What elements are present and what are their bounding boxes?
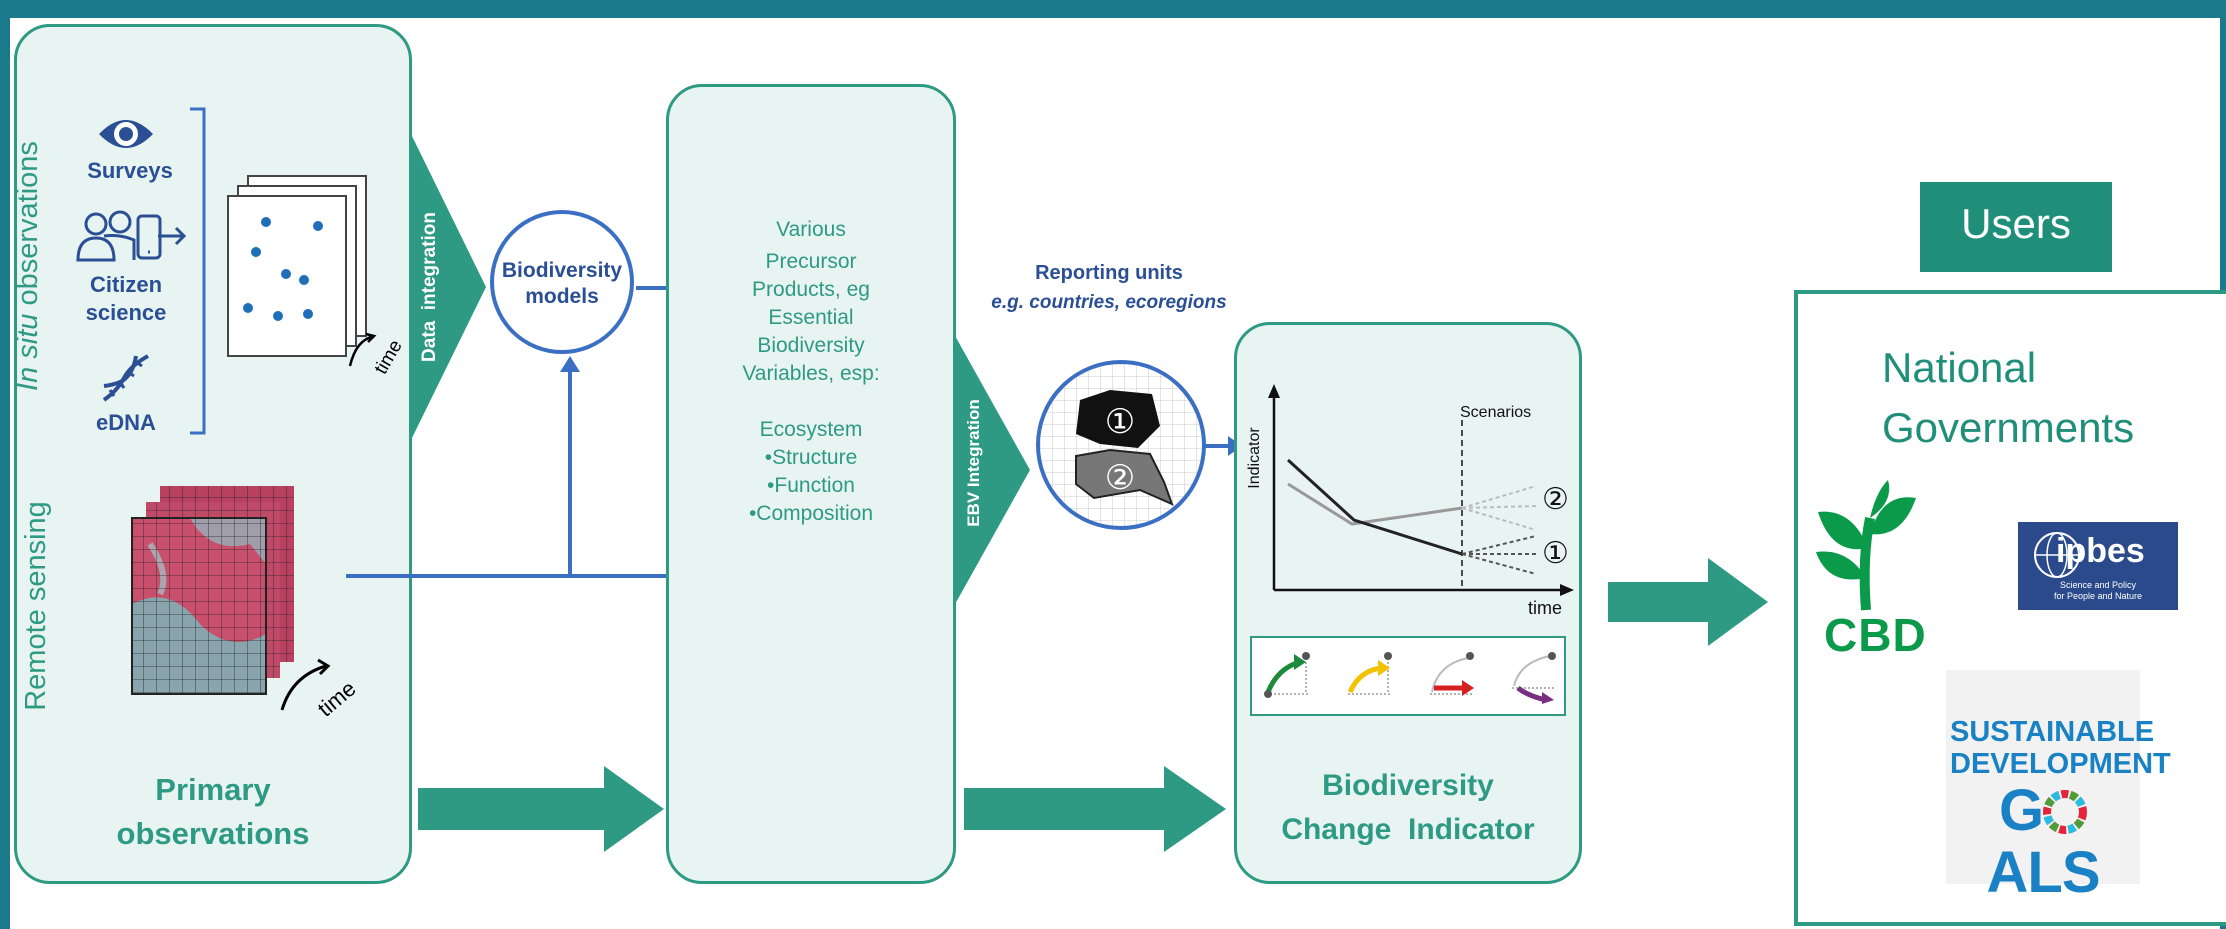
- ipbes-logo-text: ipbes: [2056, 532, 2145, 570]
- precursor-line-5: Variables, esp:: [742, 362, 880, 385]
- flow-arrow-2: [964, 766, 1226, 852]
- primary-observations-panel: [14, 24, 412, 884]
- flow-arrow-1: [418, 766, 664, 852]
- ipbes-sub-line2: for People and Nature: [2053, 591, 2143, 601]
- top-border: [0, 0, 2226, 18]
- sdg-line2: DEVELOPMENT: [1950, 748, 2171, 780]
- trend-icons-strip: [1250, 636, 1566, 716]
- observation-sheets-icon: [227, 175, 367, 357]
- cbd-logo-text: CBD: [1824, 609, 1927, 661]
- sdg-logo: [1946, 670, 2140, 884]
- sdg-line1: SUSTAINABLE: [1950, 716, 2155, 748]
- reporting-unit-1: ①: [1104, 403, 1136, 441]
- indicator-title: Biodiversity Change Indicator: [1234, 764, 1582, 852]
- precursor-line-3: Essential: [768, 306, 854, 329]
- precursor-line-1: Precursor: [765, 250, 857, 273]
- governments-label: Governments: [1882, 404, 2135, 451]
- citizen-label: Citizen: [89, 272, 163, 297]
- science-label: science: [85, 300, 167, 325]
- sdg-logo-text: SUSTAINABLE DEVELOPMENT G ALS: [1950, 716, 2171, 905]
- satellite-imagery-icon: [131, 486, 294, 695]
- precursor-products-panel: [666, 84, 956, 884]
- users-banner: [1920, 182, 2112, 272]
- ecosystem-structure: •Structure: [764, 446, 858, 469]
- trend-up-yellow-icon: [1347, 652, 1392, 695]
- time-axis-label: time: [1528, 598, 1563, 618]
- ebv-integration-label: EBV Integration: [964, 399, 983, 527]
- ecosystem-label: Ecosystem: [759, 418, 863, 441]
- primary-title-line2: observations: [116, 816, 310, 851]
- primary-observations-title: Primary observations: [14, 768, 412, 856]
- cbd-logo-icon: [1816, 480, 1916, 611]
- dna-icon: [102, 354, 149, 402]
- scenario-1-marker: ①: [1542, 537, 1569, 570]
- ipbes-globe-icon: [2034, 532, 2080, 578]
- data-integration-arrow: [410, 132, 486, 442]
- trend-up-green-icon: [1264, 652, 1310, 698]
- reporting-units-subtitle: e.g. countries, ecoregions: [991, 292, 1227, 313]
- trend-flat-red-icon: [1430, 652, 1474, 696]
- scenarios-label: Scenarios: [1460, 404, 1532, 421]
- sdg-line3: G ALS: [1986, 778, 2101, 905]
- primary-title-line1: Primary: [155, 772, 271, 807]
- reporting-unit-2: ②: [1104, 459, 1136, 497]
- ecosystem-function: •Function: [767, 474, 855, 497]
- observations-bracket: [190, 107, 206, 435]
- indicator-title-line1: Biodiversity: [1322, 769, 1494, 802]
- precursor-line-4: Biodiversity: [757, 334, 865, 357]
- reporting-units-title: Reporting units: [1035, 262, 1183, 284]
- eye-icon: [99, 120, 153, 148]
- ecosystem-composition: •Composition: [748, 502, 874, 525]
- national-label: National: [1882, 344, 2037, 391]
- precursor-text: Various Precursor Products, eg Essential…: [666, 216, 956, 528]
- reporting-map-icon: [1040, 364, 1202, 526]
- indicator-axis-label: Indicator: [1246, 427, 1263, 489]
- users-label: Users: [1961, 200, 2071, 247]
- ebv-integration-arrow: [954, 334, 1030, 606]
- in-situ-label: In situ observations: [12, 141, 44, 391]
- remote-sensing-label: Remote sensing: [20, 501, 52, 711]
- scenario-2-marker: ②: [1542, 483, 1569, 516]
- left-border: [0, 0, 10, 929]
- biodiversity-models-label: Biodiversity models: [490, 258, 634, 310]
- models-line1: Biodiversity: [501, 259, 623, 282]
- time-arrow-icon-2: [280, 658, 331, 711]
- edna-label: eDNA: [96, 410, 156, 435]
- flow-arrow-to-users: [1608, 558, 1768, 646]
- biodiversity-models-circle: [490, 210, 634, 354]
- surveys-label: Surveys: [87, 158, 173, 183]
- reporting-units-circle: [1036, 360, 1206, 530]
- people-phone-icon: [76, 210, 187, 262]
- indicator-panel: [1234, 322, 1582, 884]
- trend-down-purple-icon: [1512, 652, 1556, 704]
- ipbes-subtitle: Science and Policy for People and Nature: [2018, 580, 2178, 602]
- models-line2: models: [525, 285, 599, 308]
- precursor-line-0: Various: [776, 218, 846, 241]
- precursor-line-2: Products, eg: [752, 278, 870, 301]
- indicator-title-line2: Change Indicator: [1281, 813, 1535, 846]
- ipbes-sub-line1: Science and Policy: [2059, 580, 2137, 590]
- sdg-wheel-icon: [2043, 790, 2088, 834]
- time-arrow-icon: [348, 332, 377, 367]
- indicator-chart: [1268, 384, 1574, 596]
